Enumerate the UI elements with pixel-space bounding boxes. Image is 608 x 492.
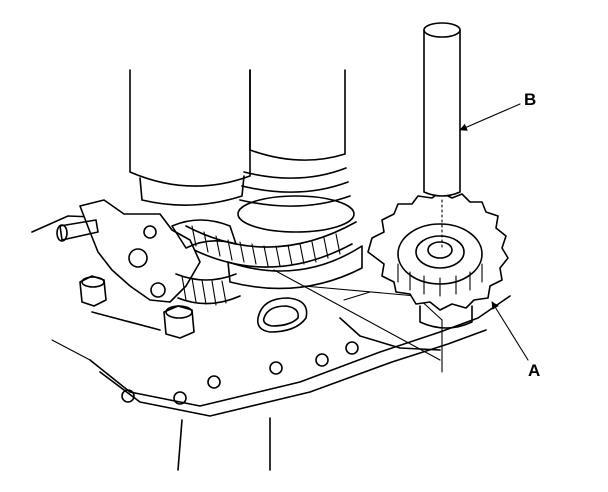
upper-clutch-assembly: [129, 69, 355, 233]
idler-shaft: [423, 22, 461, 249]
synchro-gear: [185, 221, 363, 290]
idler-gear: [367, 191, 509, 329]
oil-passage: [256, 297, 308, 333]
callout-b-leader: [459, 103, 521, 131]
shift-fork-bracket: [56, 199, 237, 331]
bolt-hole: [345, 341, 359, 355]
callout-leaders: [459, 103, 529, 361]
callout-b-label: B: [524, 90, 536, 109]
lower-gear-teeth: [175, 273, 241, 306]
shift-shaft-stub: [59, 219, 99, 241]
bolt-hole: [315, 353, 329, 367]
bolt-hole: [207, 375, 221, 389]
callout-a-label: A: [528, 361, 540, 380]
flange-bolts: [79, 275, 195, 339]
bolt: [79, 275, 107, 307]
shift-fork-arm: [171, 219, 237, 249]
callout-a-leader: [491, 301, 529, 361]
housing-bolt-holes: [121, 341, 359, 405]
bolt: [163, 305, 195, 339]
bolt-hole: [269, 361, 283, 375]
idler-gear-teeth: [367, 191, 509, 311]
bracket-hole: [150, 282, 166, 298]
bracket-hole: [128, 248, 148, 268]
bolt-hole: [173, 391, 187, 405]
bracket-hole: [143, 225, 157, 239]
bolt-hole: [121, 389, 135, 403]
